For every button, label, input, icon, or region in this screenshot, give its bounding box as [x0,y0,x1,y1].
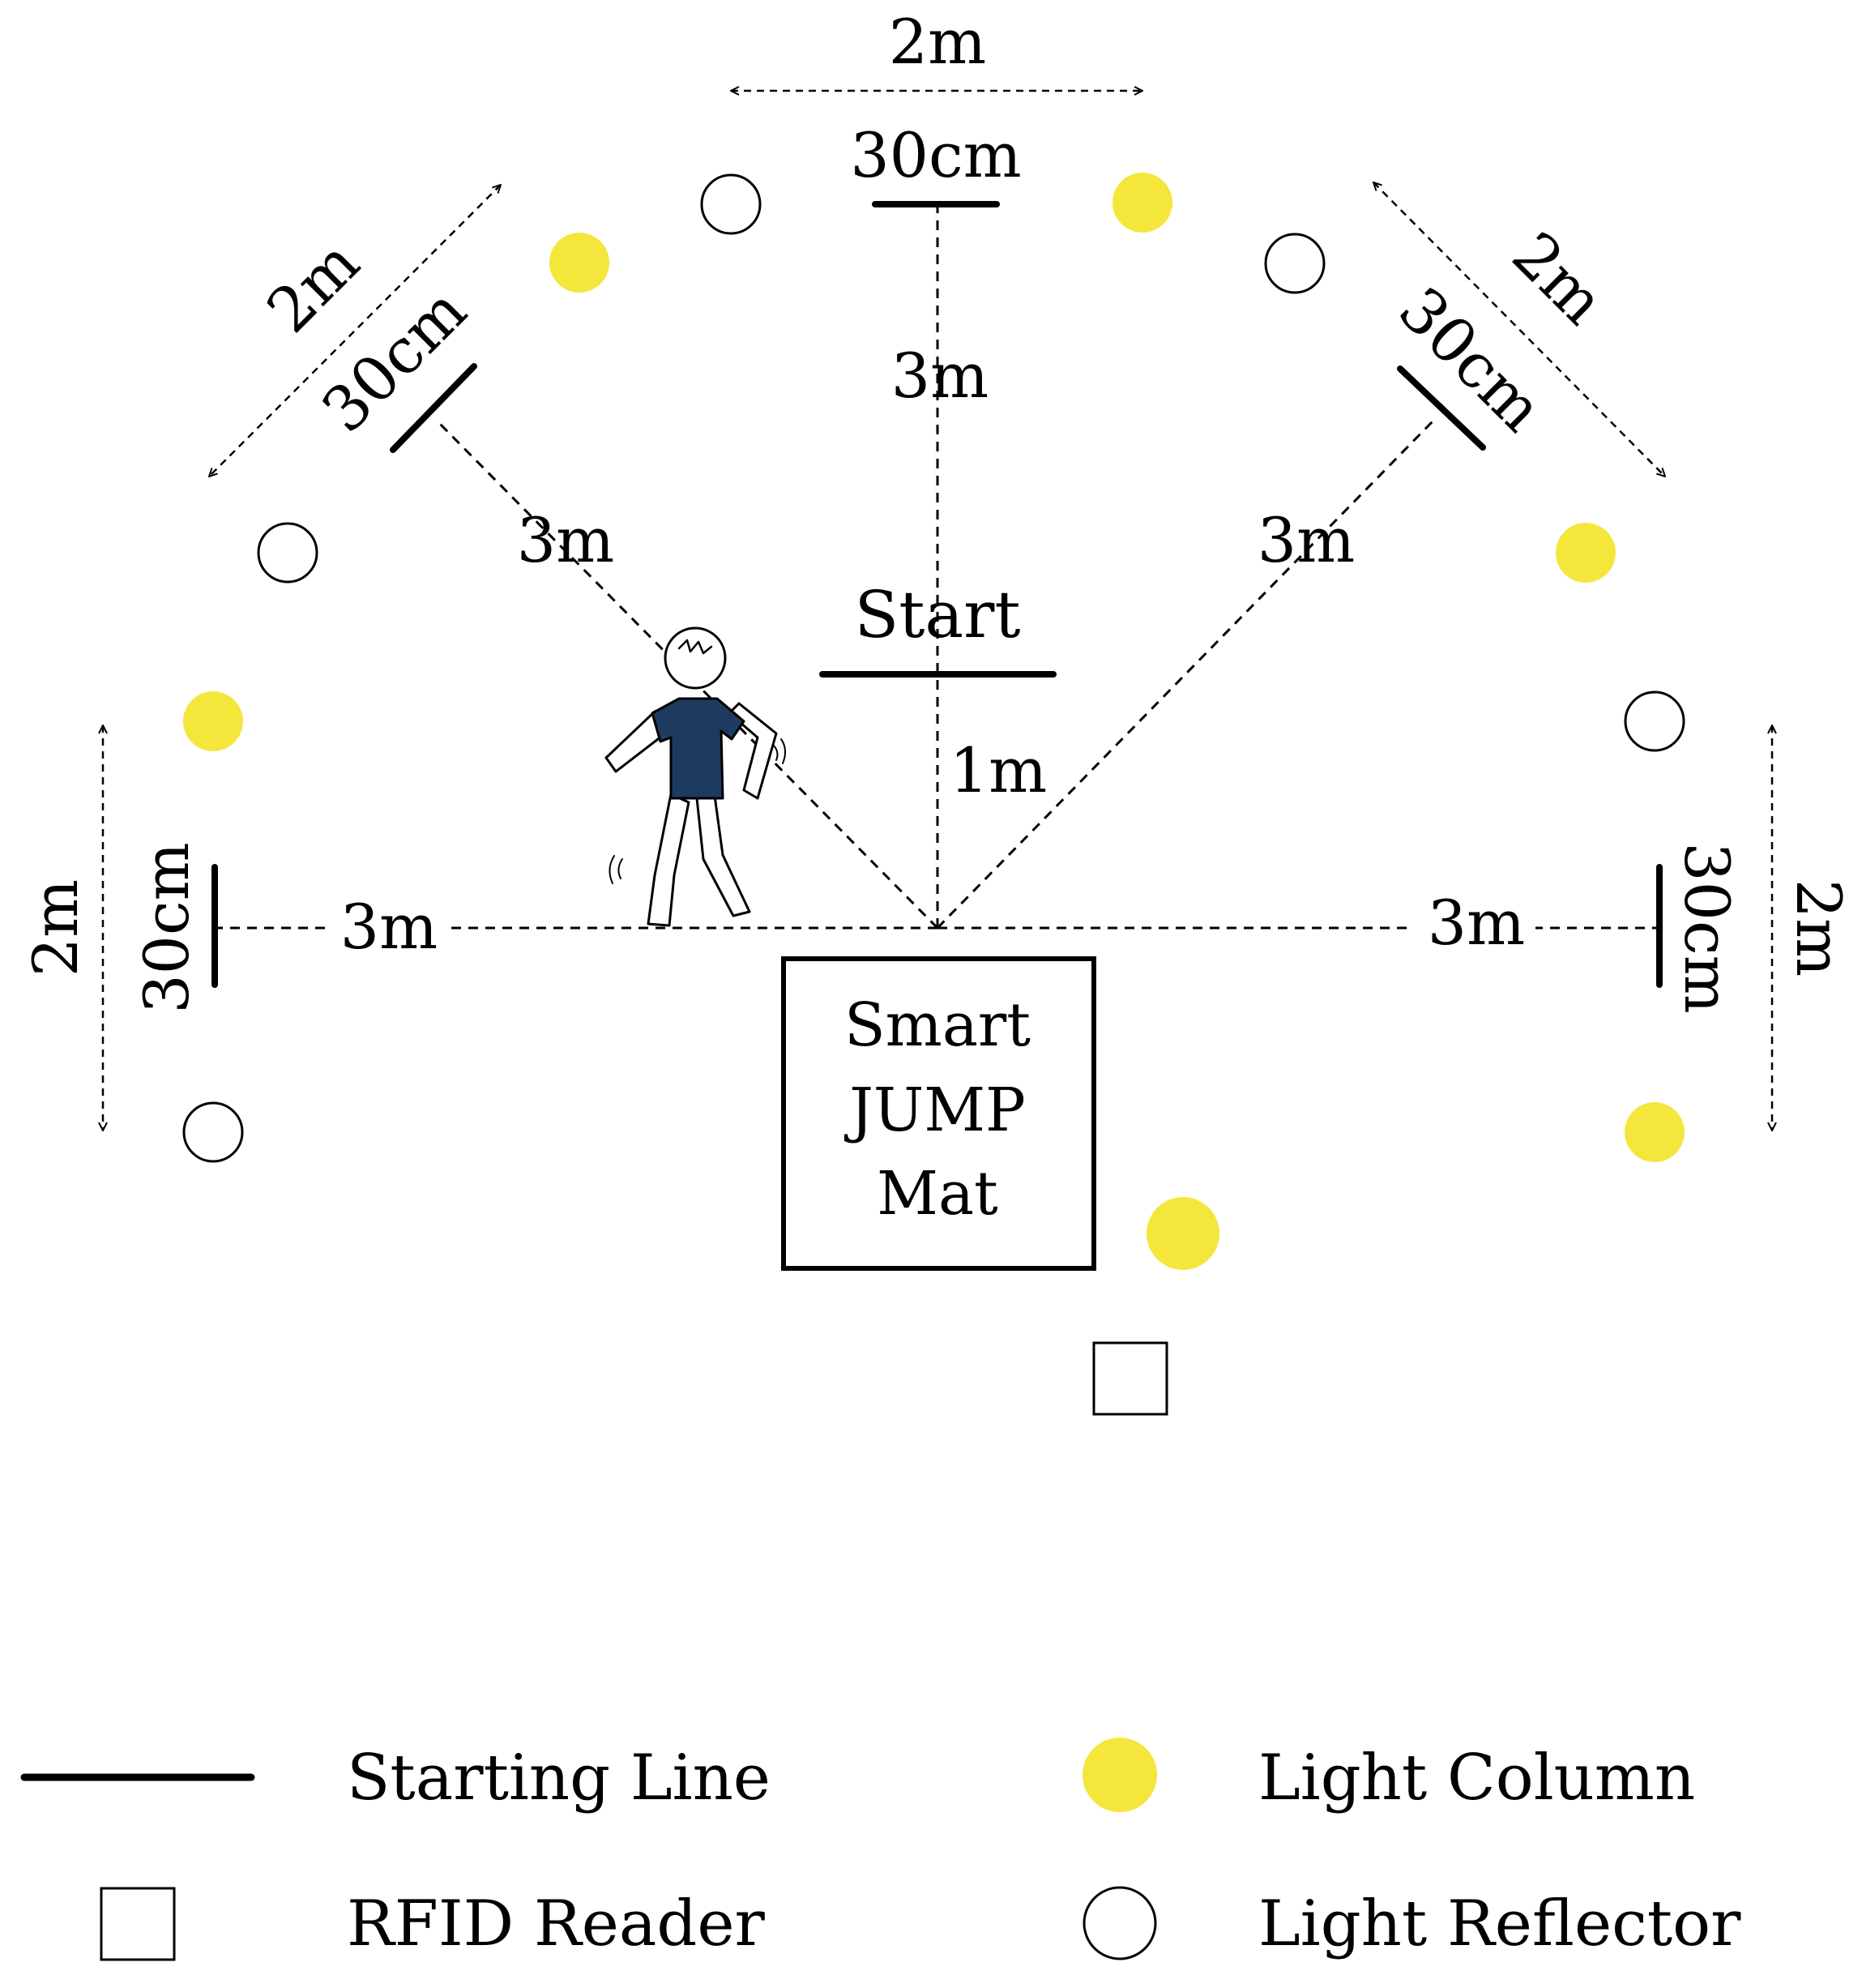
legend-starting-line-label: Starting Line [347,1742,771,1815]
width-arrows [103,91,1772,1131]
arrow-upper-left-2m [209,185,501,477]
mat-label-line2: JUMP [843,1075,1026,1145]
label-left-dist: 3m [340,891,438,963]
label-right-line: 30cm [1671,842,1743,1013]
label-right-dist: 3m [1428,887,1525,959]
light-reflector [1624,690,1685,752]
legend-light-column-symbol [1083,1738,1157,1812]
motion-mark [609,855,623,884]
light-column [549,233,609,293]
person-figure [604,626,786,927]
legend-rfid-label: RFID Reader [347,1888,765,1960]
person-right-leg [695,794,751,917]
legend-light-column-label: Light Column [1258,1742,1695,1815]
diagram-labels: 2m 30cm 3m 2m 30cm 3m 2m 30cm 3m Start 1… [19,6,1855,1014]
starting-lines [211,201,1663,988]
legend-rfid-symbol [100,1887,176,1961]
person-right-arm [728,702,778,800]
light-column [1556,523,1616,583]
label-upper-right-width: 2m [1499,218,1619,338]
legend-light-reflector-label: Light Reflector [1258,1888,1741,1960]
label-upper-left-dist: 3m [517,504,614,576]
mat-label-line1: Smart [844,990,1031,1060]
label-left-line: 30cm [130,842,203,1013]
label-left-width: 2m [19,879,92,977]
light-columns [183,173,1685,1270]
label-upper-left-width: 2m [253,226,373,346]
light-column [1625,1102,1685,1162]
label-upper-right-dist: 3m [1258,504,1355,576]
light-column [183,691,243,751]
light-reflector [257,522,318,584]
starting-line-upper-right [1397,366,1486,451]
light-reflector [182,1101,244,1163]
arrow-upper-right-2m [1373,182,1665,477]
motion-mark [773,738,786,764]
label-start-dist: 1m [950,734,1047,806]
person-left-leg [647,793,690,927]
rfid-reader [1092,1341,1168,1416]
label-right-dist-bg [1414,891,1535,956]
smart-jump-mat: Smart JUMP Mat [781,956,1096,1271]
label-left-dist-bg [328,891,450,956]
mat-box [781,956,1096,1271]
light-reflector [700,173,762,235]
light-reflector [1264,233,1326,294]
label-right-width: 2m [1783,879,1855,977]
person-head [664,626,727,690]
light-column [1147,1197,1219,1270]
legend-light-reflector-symbol [1083,1886,1157,1960]
label-top-width: 2m [889,6,986,78]
light-column [1113,173,1172,233]
person-hair [677,639,713,655]
legend: Starting Line RFID Reader Light Column L… [20,1738,1741,1961]
person-shirt [651,697,745,800]
label-top-dist: 3m [891,340,989,412]
light-reflectors [182,173,1685,1163]
label-top-line: 30cm [850,119,1021,191]
label-start: Start [854,577,1020,652]
starting-line-upper-left [390,363,477,453]
mat-label-line3: Mat [877,1159,998,1229]
